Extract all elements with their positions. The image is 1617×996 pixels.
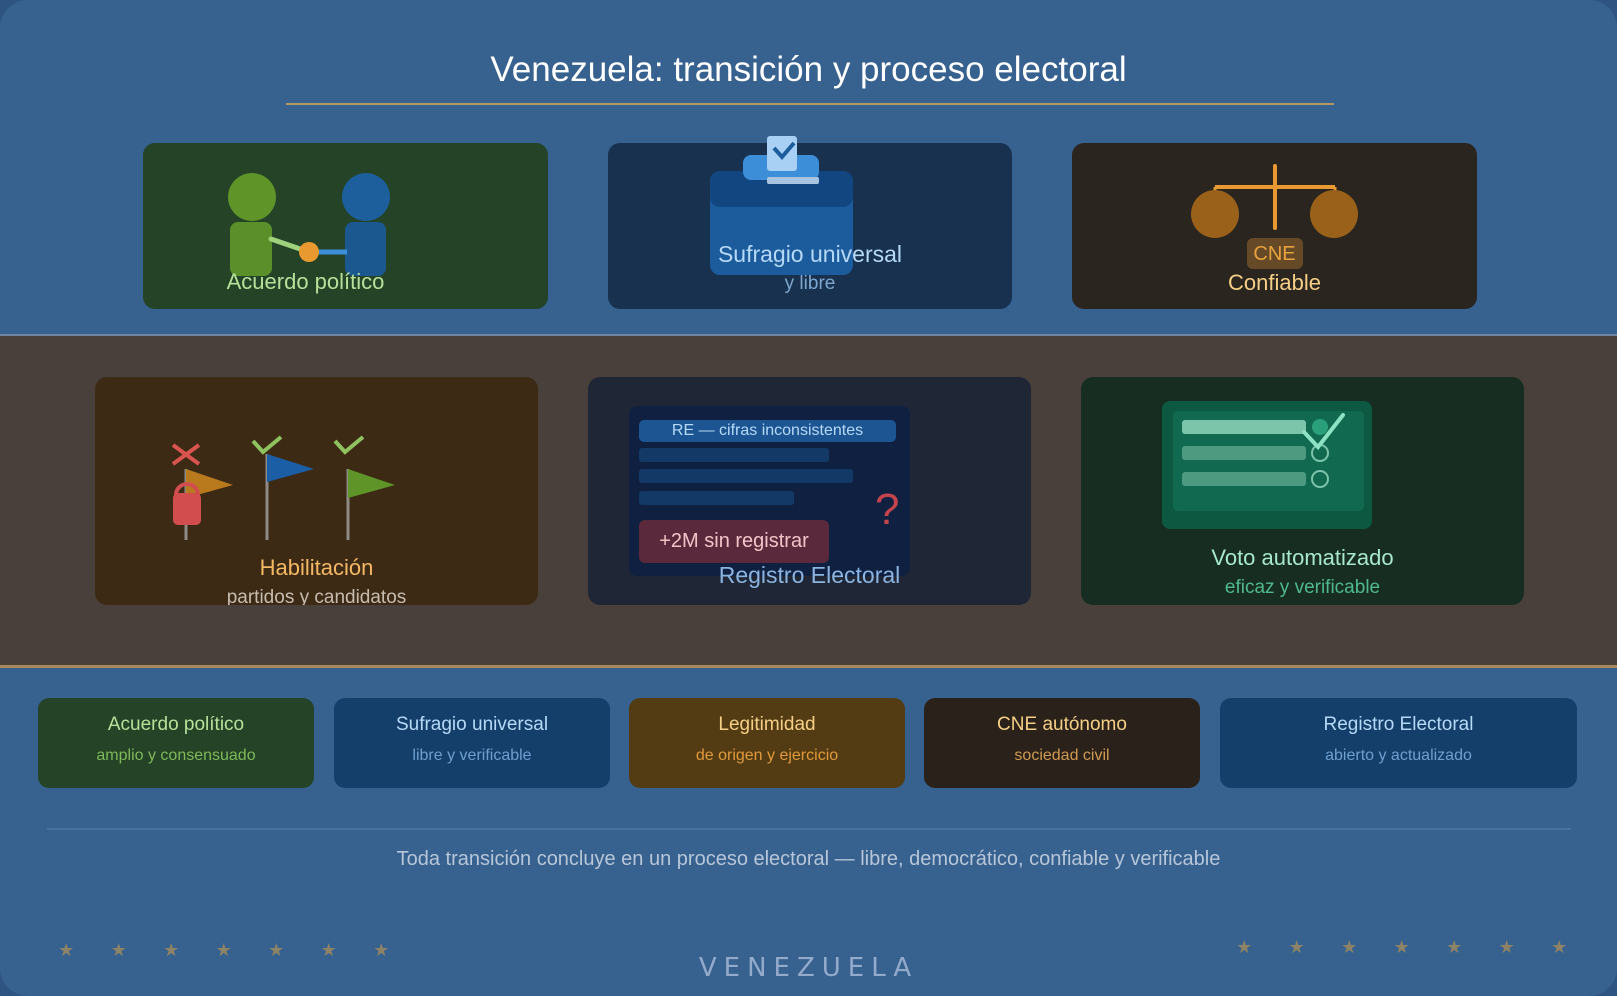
handshake-people-icon	[228, 173, 390, 276]
page-title: Venezuela: transición y proceso electora…	[490, 50, 1127, 89]
footer-tagline: Toda transición concluye en un proceso e…	[396, 848, 1221, 870]
star-icon: ★	[1498, 937, 1515, 957]
brand-wordmark: VENEZUELA	[698, 953, 919, 983]
pillar-cne-autonomo: CNE autónomo sociedad civil	[924, 698, 1200, 788]
title-underline	[286, 103, 1334, 105]
star-icon: ★	[58, 940, 75, 960]
card-label: Habilitación	[259, 555, 374, 580]
card-label: Acuerdo político	[226, 269, 385, 294]
card-cne-confiable: CNE Confiable	[1072, 143, 1477, 309]
card-label: Registro Electoral	[718, 562, 901, 588]
star-icon: ★	[163, 940, 180, 960]
card-label: Confiable	[1228, 270, 1321, 295]
pillar-title: CNE autónomo	[997, 714, 1127, 735]
star-icon: ★	[110, 940, 127, 960]
stars-right: ★ ★ ★ ★ ★ ★ ★	[1218, 937, 1586, 958]
pillar-subtitle: amplio y consensuado	[96, 747, 256, 764]
pillar-sufragio-universal: Sufragio universal libre y verificable	[334, 698, 610, 788]
star-icon: ★	[373, 940, 390, 960]
star-icon: ★	[1236, 937, 1253, 957]
pillar-subtitle: de origen y ejercicio	[695, 747, 839, 764]
pillar-registro-electoral: Registro Electoral abierto y actualizado	[1220, 698, 1577, 788]
footer-divider	[47, 828, 1571, 830]
register-row	[639, 469, 853, 483]
cne-badge: CNE	[1253, 243, 1296, 265]
card-acuerdo-politico: Acuerdo político	[143, 143, 548, 309]
register-row	[639, 448, 829, 462]
star-icon: ★	[1446, 937, 1463, 957]
star-icon: ★	[215, 940, 232, 960]
star-icon: ★	[1551, 937, 1568, 957]
ballot-box-icon	[710, 136, 853, 275]
register-header-bar: RE — cifras inconsistentes	[639, 420, 896, 442]
balance-scale-icon	[1191, 164, 1358, 269]
pillar-subtitle: libre y verificable	[412, 747, 532, 764]
card-voto-automatizado: Voto automatizado eficaz y verificable	[1081, 377, 1524, 605]
pillar-title: Sufragio universal	[395, 714, 549, 735]
pillar-acuerdo-politico: Acuerdo político amplio y consensuado	[38, 698, 314, 788]
card-sublabel: y libre	[784, 273, 836, 294]
question-mark-icon: ?	[875, 485, 900, 534]
pillar-legitimidad: Legitimidad de origen y ejercicio	[629, 698, 905, 788]
card-label: Voto automatizado	[1211, 545, 1394, 570]
card-sublabel: partidos y candidatos	[226, 587, 407, 605]
card-registro-electoral: RE — cifras inconsistentes +2M sin regis…	[588, 377, 1031, 605]
card-sufragio-universal: Sufragio universal y libre	[608, 136, 1012, 309]
star-icon: ★	[1341, 937, 1358, 957]
party-flags-icon	[171, 435, 395, 540]
card-habilitacion: Habilitación partidos y candidatos	[95, 377, 538, 605]
pillar-subtitle: sociedad civil	[1014, 747, 1110, 764]
card-sublabel: eficaz y verificable	[1224, 577, 1381, 598]
band-divider	[0, 665, 1617, 668]
stars-left: ★ ★ ★ ★ ★ ★ ★	[40, 940, 408, 961]
star-icon: ★	[1393, 937, 1410, 957]
unregistered-alert: +2M sin registrar	[639, 520, 829, 563]
pillar-title: Legitimidad	[718, 714, 816, 735]
register-row	[639, 491, 794, 505]
pillar-title: Acuerdo político	[107, 714, 245, 735]
star-icon: ★	[320, 940, 337, 960]
pillar-subtitle: abierto y actualizado	[1325, 747, 1472, 764]
voting-machine-icon	[1162, 401, 1372, 529]
star-icon: ★	[268, 940, 285, 960]
star-icon: ★	[1288, 937, 1305, 957]
pillar-title: Registro Electoral	[1323, 714, 1474, 735]
card-label: Sufragio universal	[717, 241, 903, 267]
